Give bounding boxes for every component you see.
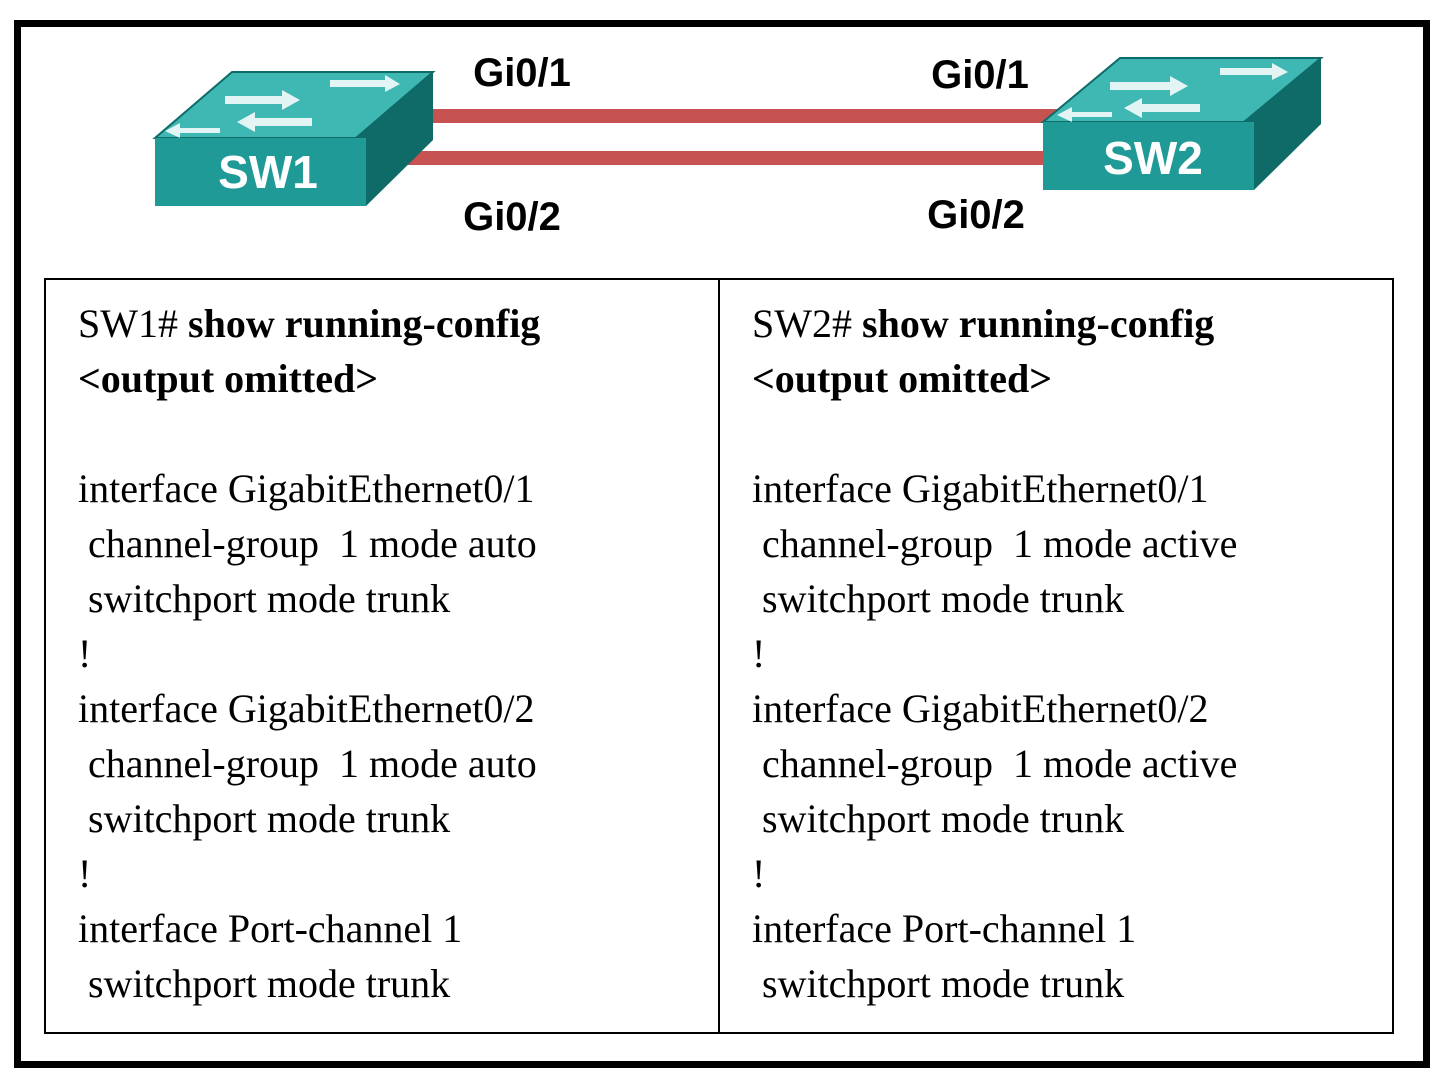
sw1-port-gi01-label: Gi0/1	[473, 51, 571, 95]
output-omitted-note: <output omitted>	[78, 356, 379, 401]
config-line: !	[752, 631, 766, 676]
sw1-port-gi02-label: Gi0/2	[463, 195, 561, 239]
config-line: switchport mode trunk	[78, 796, 451, 841]
config-command-line: SW1# show running-config	[78, 296, 718, 351]
config-command: show running-config	[862, 301, 1215, 346]
switch-sw1-label: SW1	[218, 146, 318, 198]
config-line: switchport mode trunk	[752, 961, 1125, 1006]
config-prompt: SW1#	[78, 301, 178, 346]
config-line: interface GigabitEthernet0/2	[752, 686, 1209, 731]
config-line: channel-group 1 mode auto	[78, 741, 537, 786]
sw2-config-panel: SW2# show running-config <output omitted…	[718, 280, 1392, 1032]
config-command: show running-config	[188, 301, 541, 346]
switch-sw2-icon: SW2	[1040, 57, 1324, 190]
config-line: !	[78, 851, 92, 896]
config-line: interface GigabitEthernet0/2	[78, 686, 535, 731]
config-prompt: SW2#	[752, 301, 852, 346]
config-line: channel-group 1 mode auto	[78, 521, 537, 566]
sw2-port-gi02-label: Gi0/2	[927, 193, 1025, 237]
config-blank-line	[752, 406, 1392, 461]
config-line: switchport mode trunk	[78, 961, 451, 1006]
switch-sw1-icon: SW1	[152, 71, 436, 206]
config-line: switchport mode trunk	[752, 576, 1125, 621]
config-line: switchport mode trunk	[752, 796, 1125, 841]
config-line: switchport mode trunk	[78, 576, 451, 621]
config-table: SW1# show running-config <output omitted…	[44, 278, 1394, 1034]
config-line: interface Port-channel 1	[78, 906, 463, 951]
sw2-port-gi01-label: Gi0/1	[931, 53, 1029, 97]
config-command-line: SW2# show running-config	[752, 296, 1392, 351]
sw1-config-panel: SW1# show running-config <output omitted…	[46, 280, 718, 1032]
config-line: interface Port-channel 1	[752, 906, 1137, 951]
config-line: !	[752, 851, 766, 896]
config-line: interface GigabitEthernet0/1	[752, 466, 1209, 511]
config-line: interface GigabitEthernet0/1	[78, 466, 535, 511]
config-line: channel-group 1 mode active	[752, 521, 1238, 566]
network-topology: SW1 SW2 Gi0/1 Gi0/2 Gi0/1 Gi0/2	[152, 51, 1324, 239]
switch-sw2-label: SW2	[1103, 132, 1203, 184]
config-line: channel-group 1 mode active	[752, 741, 1238, 786]
config-line: !	[78, 631, 92, 676]
config-blank-line	[78, 406, 718, 461]
output-omitted-note: <output omitted>	[752, 356, 1053, 401]
